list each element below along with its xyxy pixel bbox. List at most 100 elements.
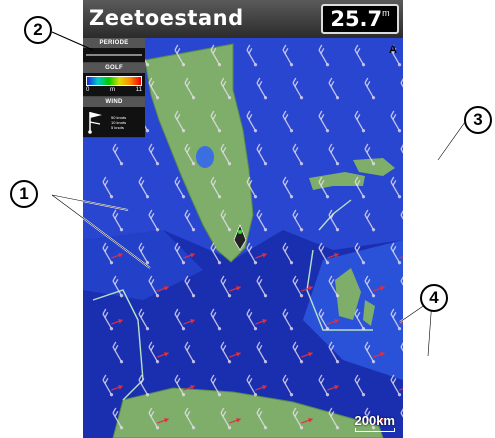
page-title: Zeetoestand — [89, 6, 244, 30]
wind-barb — [292, 275, 304, 298]
wind-barb — [246, 44, 258, 67]
wind-barb — [282, 176, 294, 199]
wind-barb — [318, 374, 330, 397]
wind-barb — [354, 44, 366, 67]
current-arrow — [183, 318, 195, 325]
wind-barb — [220, 209, 232, 232]
callout-3: 3 — [464, 106, 492, 134]
wind-barb — [282, 242, 294, 265]
period-heading: PERIODE — [83, 38, 145, 48]
wind-barb — [364, 341, 376, 364]
current-arrow — [255, 318, 267, 325]
wind-barb — [210, 242, 222, 265]
wind-barb — [318, 110, 330, 133]
wind-barb — [256, 341, 268, 364]
wave-scale: 0 m 11 — [83, 73, 145, 97]
wind-barb — [318, 44, 330, 67]
current-arrow — [157, 285, 169, 292]
wind-barb — [292, 77, 304, 100]
wind-barb — [292, 209, 304, 232]
wind-barb — [112, 341, 124, 364]
wind-barb — [184, 341, 196, 364]
current-arrow — [399, 319, 403, 325]
wind-barb — [328, 341, 340, 364]
wind-barb — [364, 77, 376, 100]
legend-panel: PERIODE GOLF 0 m 11 WIND 50 — [83, 38, 145, 138]
wind-barb — [328, 275, 340, 298]
wind-barb — [400, 143, 403, 164]
wind-barb — [328, 143, 340, 166]
wind-barb — [390, 308, 402, 331]
wind-barb — [246, 242, 258, 265]
wind-barb — [184, 275, 196, 298]
wind-barb — [364, 143, 376, 166]
wind-barb — [184, 77, 196, 100]
wind-barb — [282, 110, 294, 133]
wind-barb — [102, 374, 114, 397]
wind-barb — [364, 209, 376, 232]
wind-barb — [400, 407, 403, 428]
current-arrow — [301, 285, 313, 292]
wind-barb — [112, 143, 124, 166]
current-arrow — [399, 385, 403, 391]
wind-barb — [246, 308, 258, 331]
wind-barb — [354, 308, 366, 331]
current-arrow — [373, 417, 385, 424]
wind-barb — [220, 407, 232, 430]
wind-barb — [328, 407, 340, 430]
wind-barb — [328, 77, 340, 100]
wind-barb — [246, 110, 258, 133]
current-arrow — [373, 351, 385, 358]
wave-heading: GOLF — [83, 63, 145, 73]
wind-barb — [148, 77, 160, 100]
wind-barb — [112, 407, 124, 430]
wind-barb — [184, 143, 196, 166]
wind-barb — [318, 242, 330, 265]
wind-barb — [220, 143, 232, 166]
wind-barb — [318, 308, 330, 331]
wind-barb — [400, 275, 403, 296]
period-slider[interactable] — [83, 48, 145, 63]
wind-barb — [210, 110, 222, 133]
current-arrow — [157, 417, 169, 424]
depth-unit: m — [382, 8, 390, 18]
wind-barb — [220, 341, 232, 364]
wind-barb — [292, 143, 304, 166]
scale-label: 200km — [354, 413, 395, 428]
wind-barb — [148, 407, 160, 430]
callout-1: 1 — [10, 180, 38, 208]
current-arrow — [301, 351, 313, 358]
wind-barb — [174, 176, 186, 199]
wave-color-bar — [86, 76, 142, 86]
wind-barb — [364, 275, 376, 298]
current-arrow — [157, 351, 169, 358]
lake — [196, 146, 214, 168]
wind-barb-icon — [88, 112, 102, 134]
scale-line — [355, 428, 395, 432]
wind-barb — [400, 341, 403, 362]
wind-barb — [220, 275, 232, 298]
wind-barb — [390, 176, 402, 199]
wind-entry: 5 knots — [111, 124, 124, 130]
wind-barb — [354, 176, 366, 199]
wind-barb — [256, 275, 268, 298]
wind-barb — [210, 44, 222, 67]
wind-barb — [282, 308, 294, 331]
wind-barb — [328, 209, 340, 232]
wind-barb — [364, 407, 376, 430]
wind-entry: 10 knots — [111, 119, 127, 125]
wind-barb — [354, 242, 366, 265]
depth-readout: 25.7m — [321, 4, 399, 34]
island-small — [363, 300, 375, 326]
wind-barb — [210, 308, 222, 331]
wind-barb — [246, 374, 258, 397]
depth-value: 25.7 — [330, 7, 383, 31]
wind-barb — [256, 77, 268, 100]
wind-barb — [256, 143, 268, 166]
wind-barb — [220, 77, 232, 100]
current-arrow — [399, 253, 403, 259]
wind-barb — [318, 176, 330, 199]
chart-screen: Zeetoestand 25.7m PERIODE GOLF 0 m 11 WI… — [83, 0, 403, 438]
current-arrow — [255, 384, 267, 391]
wave-max: 11 — [135, 87, 142, 93]
